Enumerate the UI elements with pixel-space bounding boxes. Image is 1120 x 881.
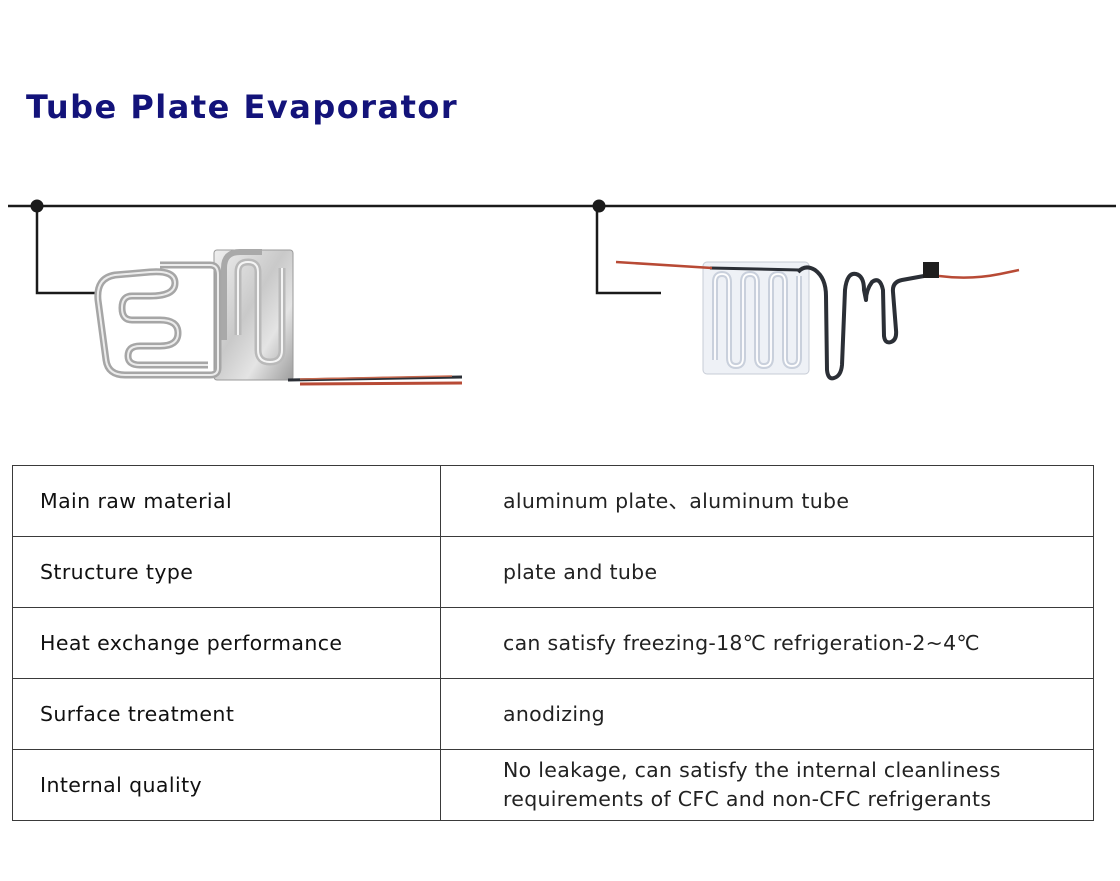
spec-label: Structure type <box>12 536 441 608</box>
spec-row: Main raw material aluminum plate、aluminum… <box>12 465 1094 537</box>
spec-value-line: aluminum plate、aluminum tube <box>503 488 850 513</box>
spec-value: can satisfy freezing-18℃ refrigeration-2… <box>440 607 1094 679</box>
evaporator-photo-1 <box>94 249 463 386</box>
spec-value-line: can satisfy freezing-18℃ refrigeration-2… <box>503 630 980 655</box>
page-title: Tube Plate Evaporator <box>26 88 459 126</box>
connector-dot-right <box>592 199 606 213</box>
spec-row: Structure type plate and tube <box>12 536 1094 608</box>
spec-label: Surface treatment <box>12 678 441 750</box>
product-figures <box>8 199 1116 386</box>
spec-value: anodizing <box>440 678 1094 750</box>
spec-value-line: anodizing <box>503 701 605 726</box>
spec-row: Surface treatment anodizing <box>12 678 1094 750</box>
spec-value: No leakage, can satisfy the internal cle… <box>440 749 1094 821</box>
spec-label: Heat exchange performance <box>12 607 441 679</box>
spec-value: aluminum plate、aluminum tube <box>440 465 1094 537</box>
spec-row: Internal quality No leakage, can satisfy … <box>12 749 1094 821</box>
spec-table: Main raw material aluminum plate、aluminum… <box>12 465 1094 821</box>
spec-value: plate and tube <box>440 536 1094 608</box>
spec-value-line: No leakage, can satisfy the internal cle… <box>503 758 1001 782</box>
spec-value-line: plate and tube <box>503 559 658 584</box>
connector-leader-right <box>595 206 661 295</box>
evaporator-photo-2 <box>615 260 1020 381</box>
spec-value-line: requirements of CFC and non-CFC refriger… <box>503 787 992 811</box>
spec-label: Internal quality <box>12 749 441 821</box>
spec-label: Main raw material <box>12 465 441 537</box>
spec-row: Heat exchange performance can satisfy fre… <box>12 607 1094 679</box>
connector-leader-left <box>35 206 96 295</box>
